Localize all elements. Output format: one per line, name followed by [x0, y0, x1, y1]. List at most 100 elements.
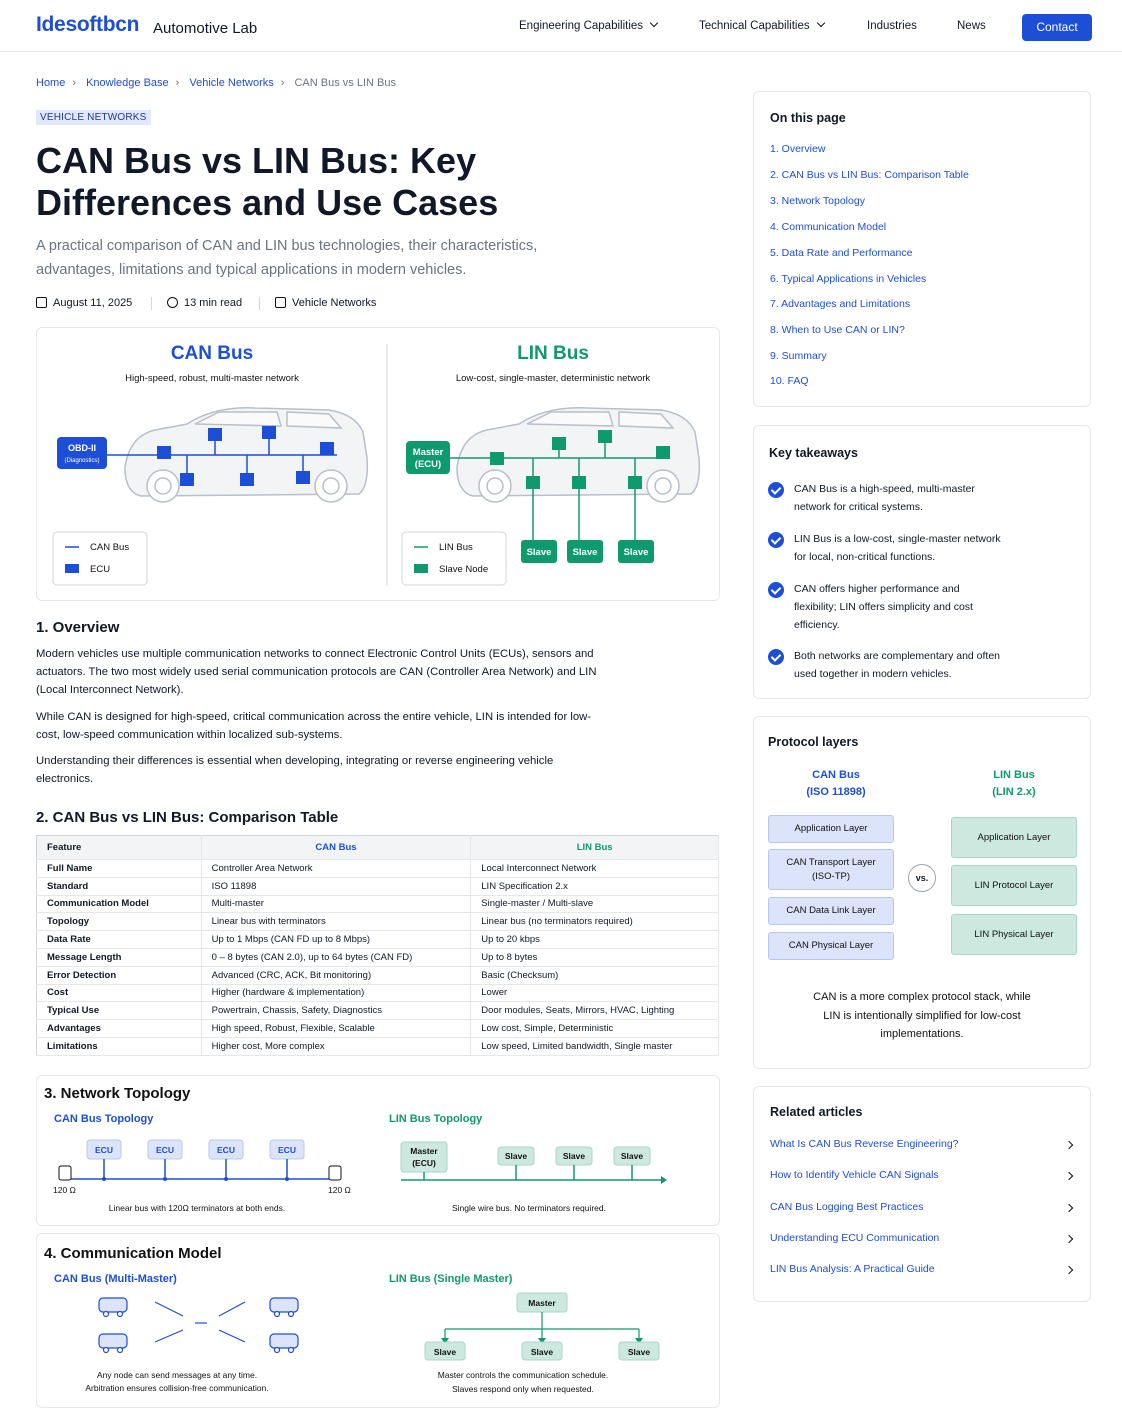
lin-topology-caption: Single wire bus. No terminators required… — [452, 1203, 606, 1213]
lin-slave-box — [521, 540, 557, 563]
communication-model-card: 4. Communication Model CAN Bus (Multi-Ma… — [36, 1233, 720, 1408]
table-cell-can: Powertrain, Chassis, Safety, Diagnostics — [201, 1001, 472, 1021]
article-category[interactable]: Vehicle Networks — [275, 297, 376, 309]
check-icon — [768, 532, 784, 548]
table-cell-feature: Data Rate — [36, 930, 202, 949]
table-cell-can: High speed, Robust, Flexible, Scalable — [201, 1019, 472, 1038]
related-article-link[interactable]: How to Identify Vehicle CAN Signals — [770, 1169, 939, 1181]
toc-link[interactable]: 8. When to Use CAN or LIN? — [770, 324, 905, 336]
table-cell-feature: Typical Use — [36, 1001, 202, 1021]
can-comm-nodes — [98, 1297, 299, 1354]
related-article-link[interactable]: LIN Bus Analysis: A Practical Guide — [770, 1263, 935, 1275]
can-layer-application: Application Layer — [768, 815, 894, 843]
table-cell-can: Linear bus with terminators — [201, 912, 472, 932]
lin-comm-caption: Master controls the communication schedu… — [438, 1370, 609, 1380]
category-tag[interactable]: VEHICLE NETWORKS — [36, 110, 151, 125]
takeaways-card — [753, 425, 1091, 699]
can-topology-ecu-label: ECU — [95, 1145, 113, 1155]
lin-comm-title: LIN Bus (Single Master) — [389, 1273, 513, 1285]
nav-engineering-capabilities[interactable]: Engineering Capabilities — [519, 18, 659, 32]
toc-link[interactable]: 2. CAN Bus vs LIN Bus: Comparison Table — [770, 169, 969, 181]
table-cell-feature: Cost — [36, 984, 202, 1003]
table-cell-feature: Message Length — [36, 948, 202, 967]
can-hero-subtitle: High-speed, robust, multi-master network — [125, 373, 299, 384]
lin-master-label: Master — [413, 447, 444, 458]
lin-layer-application: Application Layer — [951, 817, 1077, 858]
toc-link[interactable]: 5. Data Rate and Performance — [770, 247, 913, 259]
lin-legend-slave: Slave Node — [439, 564, 488, 575]
can-legend — [52, 531, 148, 586]
toc-card — [753, 91, 1091, 407]
svg-text:Slave: Slave — [628, 1347, 650, 1357]
table-cell-lin: LIN Specification 2.x — [470, 877, 719, 896]
obd-ii-box — [57, 437, 107, 469]
svg-text:Master: Master — [528, 1298, 556, 1308]
takeaway-item: LIN Bus is a low-cost, single-master net… — [794, 533, 1001, 563]
toc-link[interactable]: 6. Typical Applications in Vehicles — [770, 273, 927, 285]
breadcrumb-knowledge-base[interactable]: Knowledge Base — [86, 77, 169, 89]
lin-comm-caption: Slaves respond only when requested. — [452, 1384, 594, 1394]
check-icon — [768, 482, 784, 498]
table-cell-can: Advanced (CRC, ACK, Bit monitoring) — [201, 966, 472, 985]
takeaway-item: Both networks are complementary and ofte… — [794, 650, 1001, 680]
breadcrumb-vehicle-networks[interactable]: Vehicle Networks — [189, 77, 274, 89]
lin-layers-head: LIN Bus(LIN 2.x) — [992, 769, 1036, 798]
table-cell-lin: Low speed, Limited bandwidth, Single mas… — [470, 1037, 719, 1056]
toc-link[interactable]: 1. Overview — [770, 143, 826, 155]
table-cell-feature: Advantages — [36, 1019, 202, 1038]
nav-technical-capabilities[interactable]: Technical Capabilities — [699, 18, 825, 32]
chevron-down-icon — [816, 18, 825, 28]
chevron-down-icon — [649, 18, 659, 28]
svg-text:Slave: Slave — [531, 1347, 553, 1357]
toc-link[interactable]: 4. Communication Model — [770, 221, 887, 233]
related-article-link[interactable]: What Is CAN Bus Reverse Engineering? — [770, 1138, 959, 1150]
publish-date: August 11, 2025 — [36, 297, 132, 309]
table-cell-feature: Limitations — [36, 1037, 202, 1056]
takeaway-item: CAN Bus is a high-speed, multi-master ne… — [794, 483, 975, 513]
page-title: CAN Bus vs LIN Bus: Key Differences and … — [36, 140, 499, 223]
lin-hero-subtitle: Low-cost, single-master, deterministic n… — [456, 373, 651, 384]
related-article-link[interactable]: CAN Bus Logging Best Practices — [770, 1201, 924, 1213]
svg-text:Master: Master — [410, 1146, 438, 1156]
topology-heading: 3. Network Topology — [44, 1085, 191, 1102]
lin-comm-slave — [618, 1341, 660, 1361]
nav-news[interactable]: News — [957, 20, 986, 32]
brand-logo[interactable]: Idesoftbcn — [36, 13, 140, 36]
can-layer-data-link: CAN Data Link Layer — [768, 897, 894, 925]
lin-slave-box — [567, 540, 603, 563]
toc-link[interactable]: 10. FAQ — [770, 375, 809, 387]
contact-button[interactable]: Contact — [1022, 14, 1092, 41]
toc-link[interactable]: 3. Network Topology — [770, 195, 865, 207]
can-layers-head: CAN Bus(ISO 11898) — [806, 769, 866, 798]
table-cell-lin: Low cost, Simple, Deterministic — [470, 1019, 719, 1038]
table-cell-can: Higher (hardware & implementation) — [201, 984, 472, 1003]
read-time: 13 min read — [167, 297, 242, 309]
lin-topology-slave-label: Slave — [563, 1151, 585, 1161]
calendar-icon — [36, 297, 47, 308]
hero-diagram: OBD-II (Diagnostics) CAN Bus High-speed,… — [36, 327, 720, 601]
toc-link[interactable]: 7. Advantages and Limitations — [770, 298, 911, 310]
nav-industries[interactable]: Industries — [867, 20, 917, 32]
overview-paragraph: Modern vehicles use multiple communicati… — [36, 648, 597, 696]
related-title: Related articles — [770, 1105, 863, 1119]
related-article-link[interactable]: Understanding ECU Communication — [770, 1232, 940, 1244]
breadcrumb-home[interactable]: Home — [36, 77, 66, 89]
table-cell-can: ISO 11898 — [201, 877, 472, 896]
can-layer-transport: CAN Transport Layer (ISO-TP) — [768, 849, 894, 890]
comparison-heading: 2. CAN Bus vs LIN Bus: Comparison Table — [36, 809, 339, 826]
table-cell-can: 0 – 8 bytes (CAN 2.0), up to 64 bytes (C… — [201, 948, 472, 967]
table-cell-can: Up to 1 Mbps (CAN FD up to 8 Mbps) — [201, 930, 472, 949]
table-cell-lin: Single-master / Multi-slave — [470, 895, 719, 914]
can-ecu-nodes — [157, 426, 334, 486]
can-hero-title: CAN Bus — [171, 343, 253, 364]
lin-bus-lines — [441, 437, 665, 540]
table-cell-lin: Up to 8 bytes — [470, 948, 719, 967]
can-topology-caption: Linear bus with 120Ω terminators at both… — [109, 1203, 285, 1213]
toc-link[interactable]: 9. Summary — [770, 350, 827, 362]
